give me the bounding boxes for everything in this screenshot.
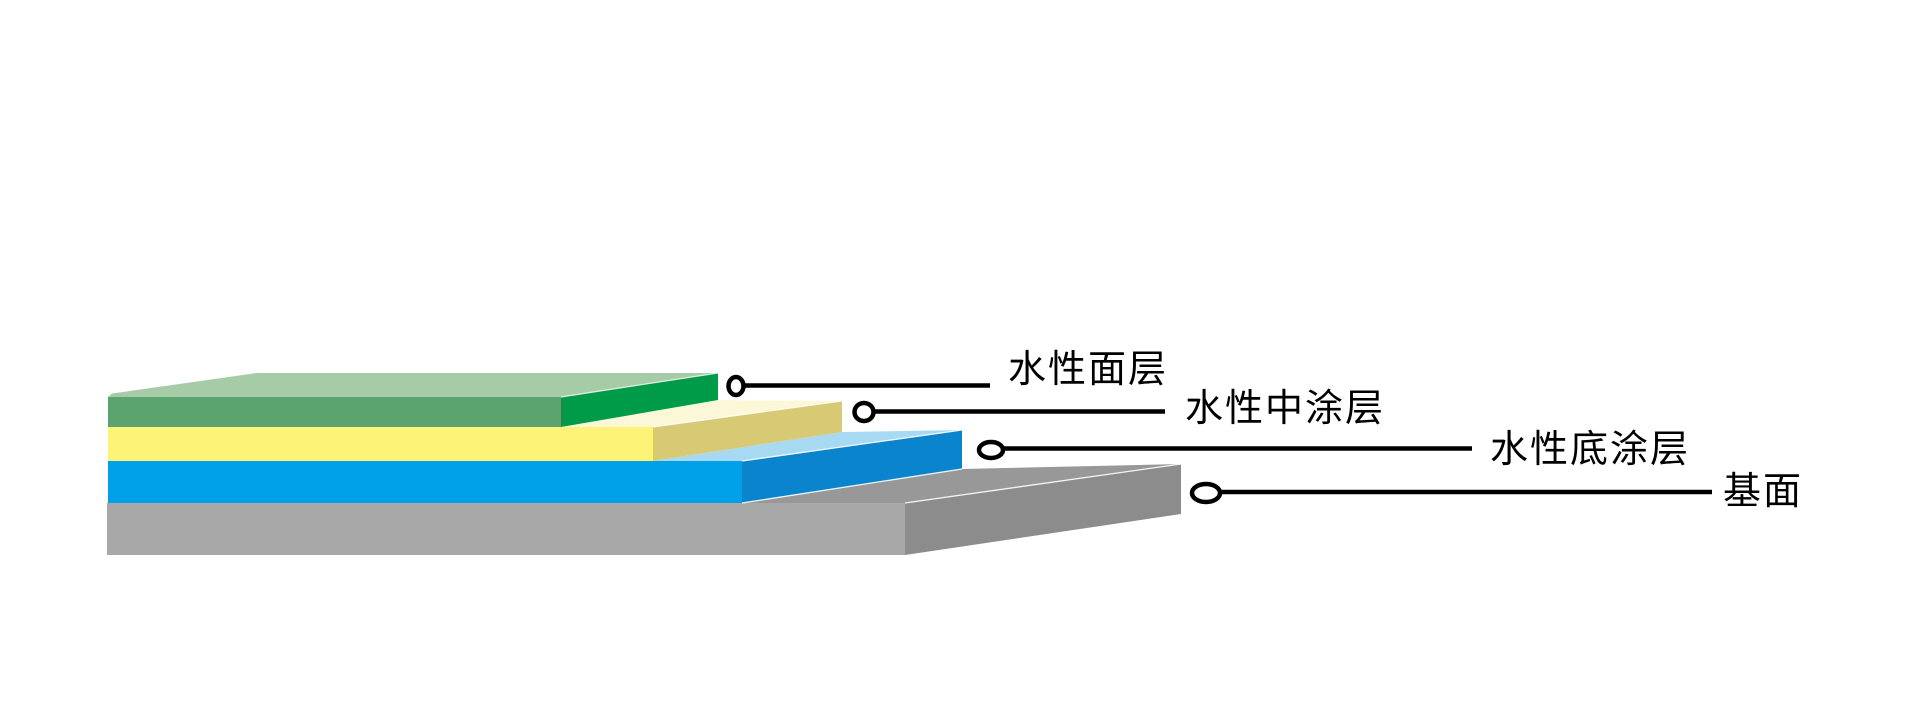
- leader-dot-primer: [976, 439, 1006, 461]
- leader-dot-topcoat: [726, 374, 746, 398]
- layer-primer-top-face: [653, 430, 962, 461]
- edge-highlight-substrate-top: [741, 468, 963, 504]
- layer-substrate-top-face: [742, 464, 1181, 503]
- layer-topcoat-top-face: [108, 373, 718, 397]
- edge-highlight-topcoat: [560, 372, 719, 398]
- layer-midcoat-front-face: [108, 427, 653, 461]
- leader-dot-midcoat: [852, 400, 876, 424]
- layer-topcoat-front-face: [108, 397, 561, 427]
- label-topcoat: 水性面层: [1008, 349, 1169, 391]
- layer-topcoat-side-face: [561, 373, 718, 427]
- layer-substrate-front-face: [107, 503, 905, 555]
- edge-highlight-primer: [741, 429, 963, 462]
- leader-dot-substrate: [1189, 481, 1223, 505]
- layer-midcoat-side-face: [653, 401, 842, 461]
- layer-midcoat-top-face: [561, 400, 842, 427]
- layer-primer-front-face: [108, 461, 742, 503]
- label-substrate: 基面: [1723, 471, 1804, 513]
- edge-highlight-substrate-side: [904, 463, 1182, 504]
- layer-substrate-side-face: [905, 464, 1181, 555]
- label-midcoat: 水性中涂层: [1185, 388, 1386, 430]
- layer-primer-side-face: [742, 430, 962, 503]
- label-primer: 水性底涂层: [1490, 429, 1691, 471]
- edge-highlight-midcoat: [652, 400, 843, 428]
